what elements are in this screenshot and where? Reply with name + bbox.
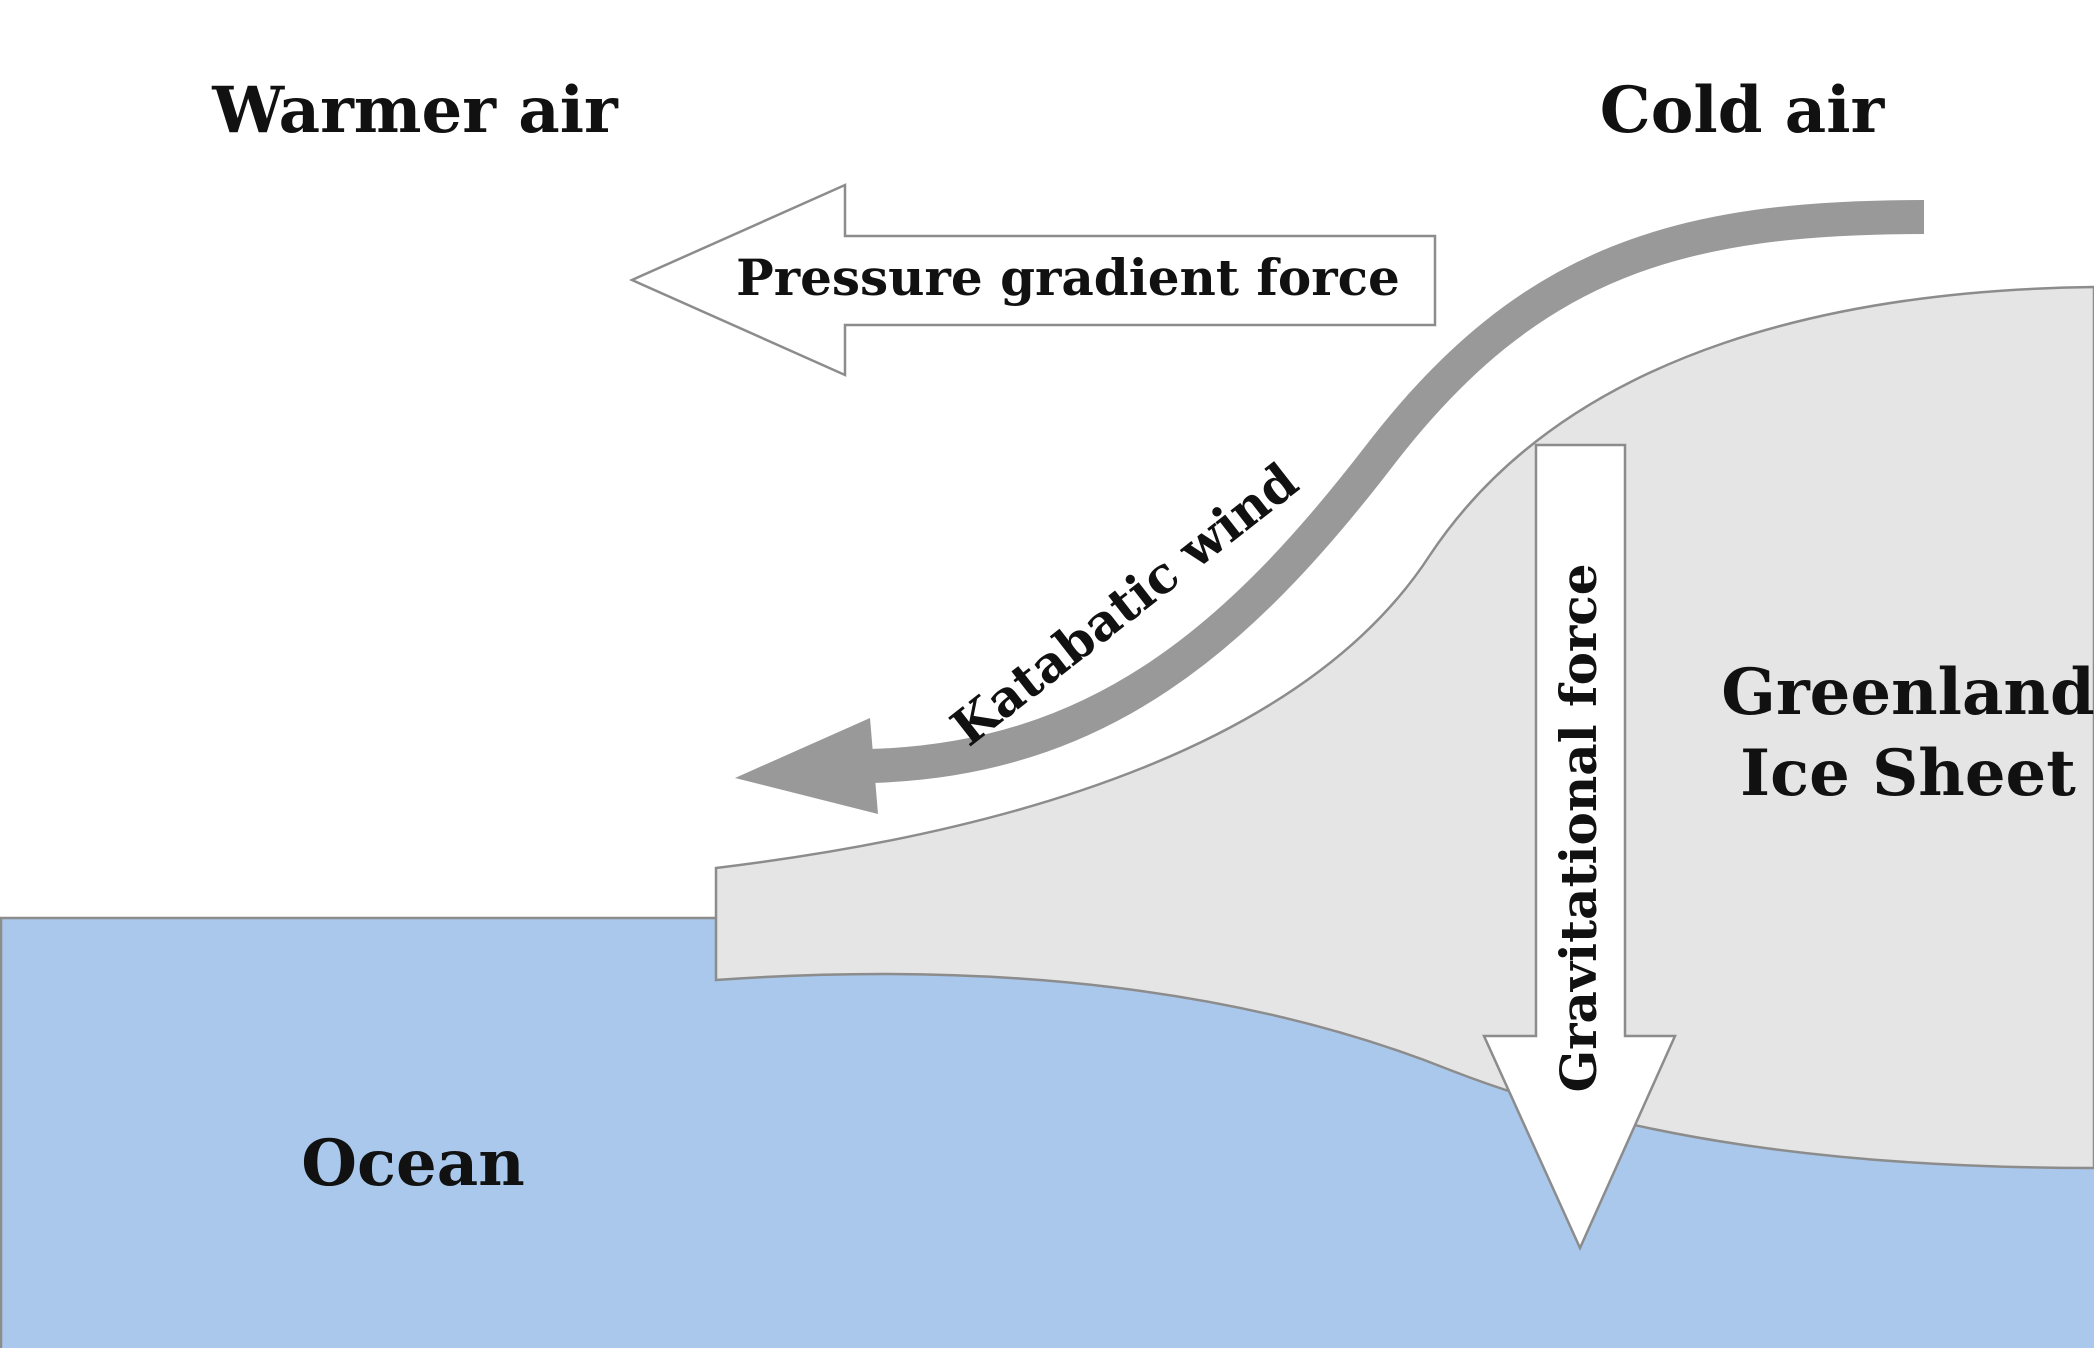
pressure-gradient-arrow	[628, 183, 1437, 377]
warmer-air-label: Warmer air	[211, 73, 619, 148]
gravitational-force-label: Gravitational force	[1549, 563, 1608, 1092]
greenland-label-line1: Greenland	[1721, 655, 2094, 730]
pressure-gradient-label: Pressure gradient force	[736, 248, 1400, 307]
cold-air-label: Cold air	[1600, 73, 1886, 148]
ocean-label: Ocean	[301, 1126, 524, 1201]
katabatic-wind-arrowhead	[735, 718, 878, 814]
gravitational-force-arrow	[1482, 443, 1677, 1252]
katabatic-wind-arrow	[869, 200, 1925, 783]
greenland-label-line2: Ice Sheet	[1740, 736, 2076, 811]
ocean-outline	[0, 916, 716, 1348]
